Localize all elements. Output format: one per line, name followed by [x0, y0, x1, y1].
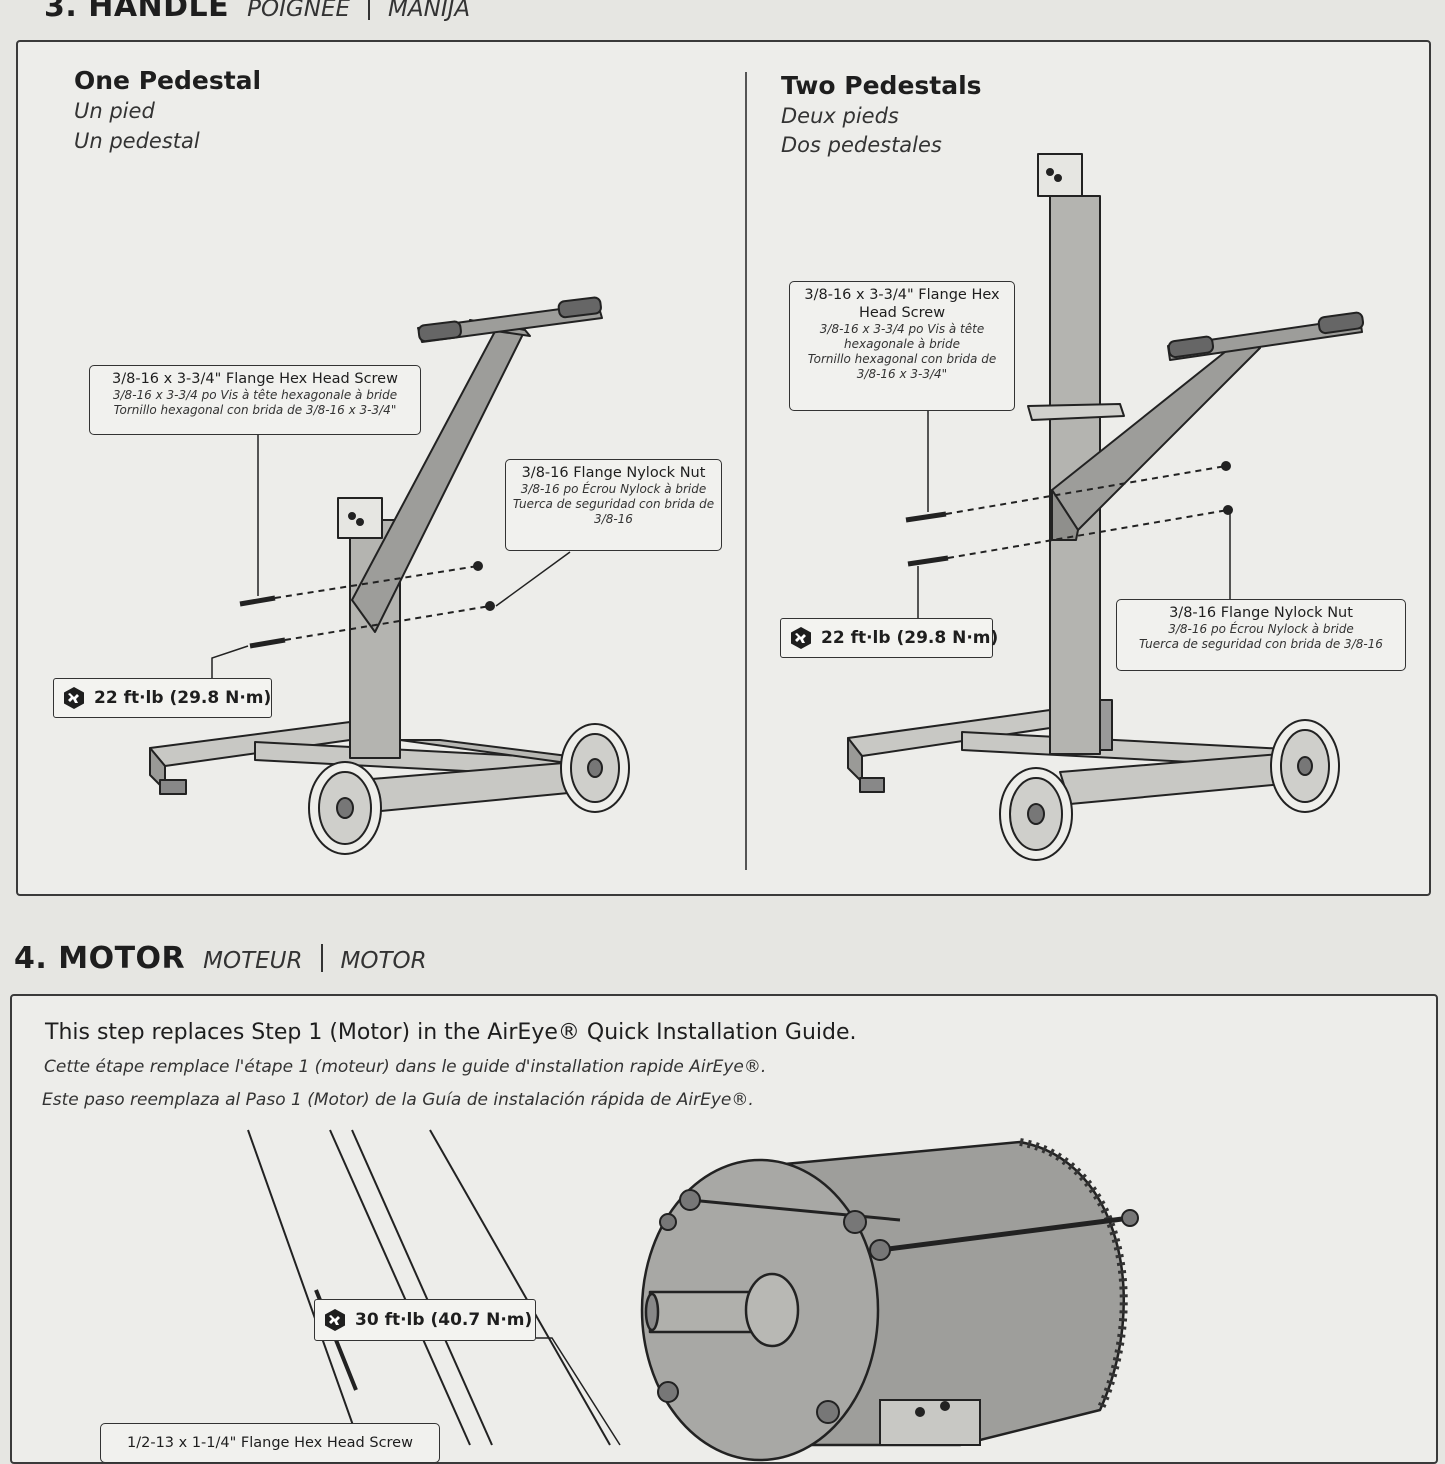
torque-wrench-icon: [64, 687, 84, 709]
one-pedestal-drawing: [149, 296, 630, 855]
one-pedestal-title: One Pedestal: [74, 66, 262, 95]
two-nut-fr: 3/8-16 po Écrou Nylock à bride: [1168, 622, 1354, 637]
motor-heading-fr: MOTEUR: [203, 948, 303, 974]
two-nut-en: 3/8-16 Flange Nylock Nut: [1169, 605, 1353, 621]
one-torque-label: 22 ft·lb (29.8 N·m): [53, 678, 272, 718]
one-nut-callout: 3/8-16 Flange Nylock Nut 3/8-16 po Écrou…: [505, 459, 722, 551]
motor-intro-fr: Cette étape remplace l'étape 1 (moteur) …: [44, 1057, 767, 1077]
torque-wrench-icon: [791, 627, 811, 649]
handle-heading: 3. HANDLE: [44, 0, 230, 24]
motor-screw-callout: 1/2-13 x 1-1/4" Flange Hex Head Screw: [100, 1423, 440, 1463]
two-screw-callout: 3/8-16 x 3-3/4" Flange Hex Head Screw 3/…: [789, 281, 1015, 411]
one-screw-fr: 3/8-16 x 3-3/4 po Vis à tête hexagonale …: [112, 388, 398, 403]
handle-heading-es: MANIJA: [388, 0, 471, 22]
motor-intro-es: Este paso reemplaza al Paso 1 (Motor) de…: [42, 1090, 754, 1110]
two-nut-callout: 3/8-16 Flange Nylock Nut 3/8-16 po Écrou…: [1116, 599, 1406, 671]
torque-wrench-icon: [325, 1309, 345, 1331]
two-screw-en: 3/8-16 x 3-3/4" Flange Hex Head Screw: [804, 287, 1000, 322]
heading-divider: [368, 0, 371, 20]
motor-heading-es: MOTOR: [340, 948, 427, 974]
one-pedestal-es: Un pedestal: [74, 129, 200, 153]
heading-divider: [320, 944, 323, 972]
one-screw-es: Tornillo hexagonal con brida de 3/8-16 x…: [113, 403, 397, 418]
one-screw-callout: 3/8-16 x 3-3/4" Flange Hex Head Screw 3/…: [89, 365, 421, 435]
motor-section-heading: 4. MOTOR MOTEUR MOTOR: [14, 940, 427, 976]
motor-heading: 4. MOTOR: [14, 941, 186, 976]
two-screw-fr: 3/8-16 x 3-3/4 po Vis à tête hexagonale …: [819, 322, 985, 352]
one-torque-value: 22 ft·lb (29.8 N·m): [94, 688, 272, 708]
two-nut-es: Tuerca de seguridad con brida de 3/8-16: [1139, 637, 1383, 652]
two-pedestals-es: Dos pedestales: [781, 133, 942, 157]
one-nut-en: 3/8-16 Flange Nylock Nut: [521, 465, 706, 481]
handle-heading-fr: POIGNÉE: [247, 0, 351, 22]
one-pedestal-fr: Un pied: [74, 99, 155, 123]
motor-torque-label: 30 ft·lb (40.7 N·m): [314, 1299, 536, 1341]
one-screw-en: 3/8-16 x 3-3/4" Flange Hex Head Screw: [112, 371, 398, 387]
two-pedestals-fr: Deux pieds: [781, 104, 899, 128]
two-pedestals-title: Two Pedestals: [781, 71, 982, 100]
motor-screw-en: 1/2-13 x 1-1/4" Flange Hex Head Screw: [127, 1435, 413, 1451]
two-torque-value: 22 ft·lb (29.8 N·m): [821, 628, 999, 648]
two-pedestals-drawing: [847, 153, 1365, 861]
handle-section-heading: 3. HANDLE POIGNÉE MANIJA: [44, 0, 470, 24]
column-divider: [745, 72, 747, 870]
two-screw-es: Tornillo hexagonal con brida de 3/8-16 x…: [807, 352, 997, 382]
motor-intro-en: This step replaces Step 1 (Motor) in the…: [45, 1020, 857, 1045]
motor-torque-value: 30 ft·lb (40.7 N·m): [355, 1310, 533, 1330]
one-nut-fr: 3/8-16 po Écrou Nylock à bride: [520, 482, 707, 497]
two-torque-label: 22 ft·lb (29.8 N·m): [780, 618, 998, 658]
one-nut-es: Tuerca de seguridad con brida de 3/8-16: [512, 497, 715, 527]
